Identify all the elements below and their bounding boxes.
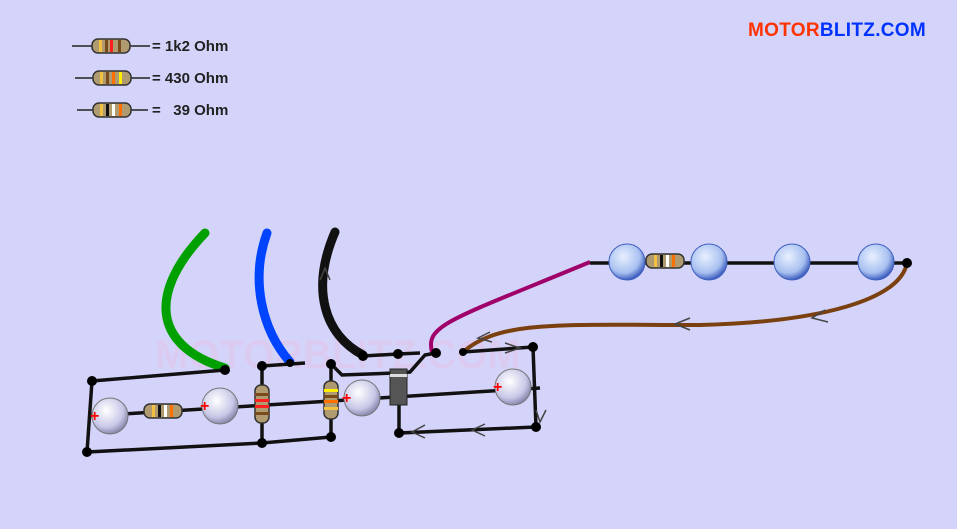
bulb-blue bbox=[608, 243, 895, 281]
brown-wire bbox=[461, 262, 909, 354]
legend-resistor-1k2 bbox=[72, 38, 150, 54]
bulb: + bbox=[493, 368, 532, 406]
resistor-1k2-ohm bbox=[254, 384, 270, 424]
legend-label-39: = 39 Ohm bbox=[152, 102, 229, 119]
bulb: + bbox=[90, 397, 129, 435]
svg-text:+: + bbox=[90, 408, 99, 425]
diode bbox=[389, 368, 408, 406]
logo-part1: MOTOR bbox=[748, 20, 820, 41]
legend-resistor-430 bbox=[75, 70, 150, 86]
resistor-39-ohm bbox=[645, 253, 685, 269]
blue-wire bbox=[254, 228, 295, 367]
legend-label-430: = 430 Ohm bbox=[152, 70, 229, 87]
svg-text:+: + bbox=[200, 398, 209, 415]
legend-resistor-39 bbox=[77, 102, 148, 118]
junction-dots bbox=[82, 258, 912, 457]
bulb: + bbox=[342, 379, 381, 417]
resistor-430-ohm bbox=[323, 380, 339, 420]
bulb: + bbox=[200, 387, 239, 425]
svg-text:+: + bbox=[493, 379, 502, 396]
resistor-39-ohm bbox=[143, 403, 183, 419]
black-wire bbox=[318, 227, 368, 360]
magenta-wire bbox=[429, 260, 591, 353]
logo-part2: BLITZ.COM bbox=[819, 20, 926, 41]
legend-label-1k2: = 1k2 Ohm bbox=[152, 38, 229, 55]
svg-text:+: + bbox=[342, 390, 351, 407]
logo: MOTORBLITZ.COM bbox=[748, 20, 926, 42]
green-wire bbox=[161, 228, 230, 373]
